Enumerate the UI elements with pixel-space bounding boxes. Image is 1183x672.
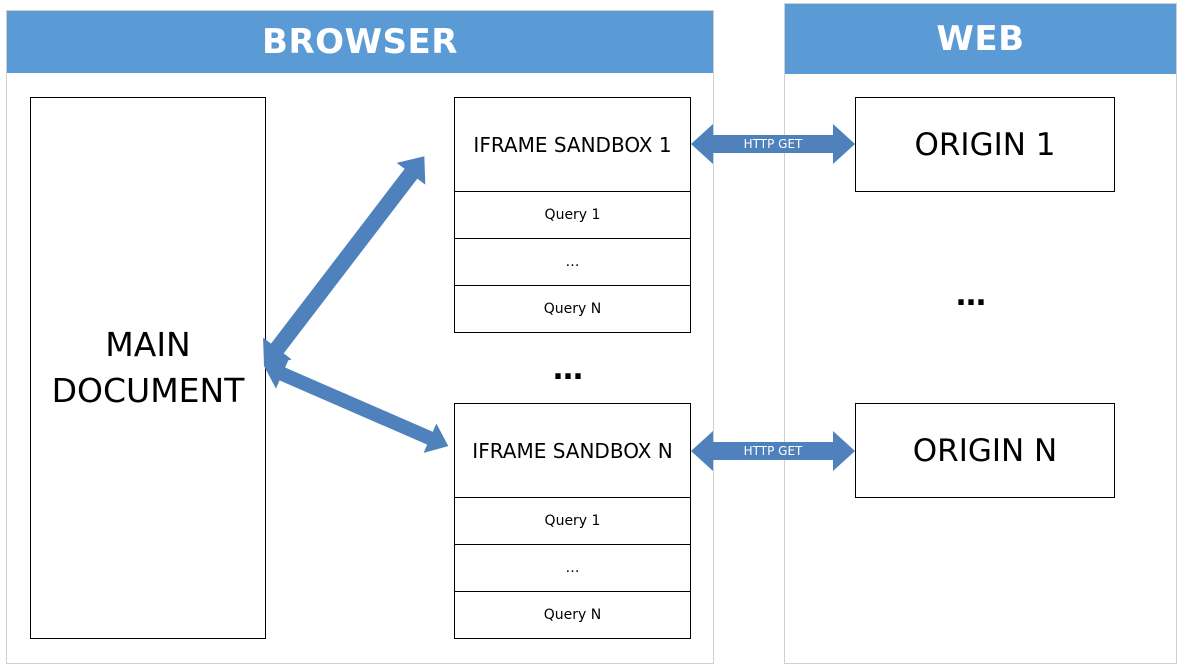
http-get-arrow-n: HTTP GET bbox=[691, 431, 855, 471]
iframe-sandbox-n: IFRAME SANDBOX N bbox=[454, 403, 691, 498]
sandbox-1-query-1-label: Query 1 bbox=[544, 207, 601, 223]
dom-postmessage-arrow-1-shape bbox=[263, 156, 426, 366]
main-document-line2: DOCUMENT bbox=[51, 371, 245, 410]
sandbox-n-query-n: Query N bbox=[454, 591, 691, 639]
web-header: WEB bbox=[785, 4, 1176, 74]
main-document-box: MAIN DOCUMENT bbox=[30, 97, 266, 639]
iframe-sandbox-1-title: IFRAME SANDBOX 1 bbox=[473, 132, 672, 157]
http-get-arrow-n-label: HTTP GET bbox=[744, 444, 803, 458]
main-document-line1: MAIN bbox=[105, 325, 191, 364]
sandbox-n-query-1-label: Query 1 bbox=[544, 513, 601, 529]
origin-1-label: ORIGIN 1 bbox=[914, 126, 1056, 163]
origin-n-box: ORIGIN N bbox=[855, 403, 1115, 498]
sandbox-n-query-1: Query 1 bbox=[454, 497, 691, 545]
http-get-arrow-1-shape bbox=[691, 124, 855, 164]
browser-header: BROWSER bbox=[7, 11, 713, 73]
http-get-arrow-1-label: HTTP GET bbox=[744, 137, 803, 151]
http-get-arrow-n-shape bbox=[691, 431, 855, 471]
http-get-arrow-1: HTTP GET bbox=[691, 124, 855, 164]
iframe-sandbox-1: IFRAME SANDBOX 1 bbox=[454, 97, 691, 192]
sandbox-1-query-1: Query 1 bbox=[454, 191, 691, 239]
origin-n-label: ORIGIN N bbox=[912, 432, 1058, 469]
sandbox-1-query-n: Query N bbox=[454, 285, 691, 333]
sandbox-1-query-ellipsis: … bbox=[454, 238, 691, 286]
sandbox-n-query-ellipsis: … bbox=[454, 544, 691, 592]
sandbox-1-query-n-label: Query N bbox=[543, 301, 602, 317]
iframe-sandbox-n-title: IFRAME SANDBOX N bbox=[472, 438, 673, 463]
origin-1-box: ORIGIN 1 bbox=[855, 97, 1115, 192]
sandbox-n-query-n-label: Query N bbox=[543, 607, 602, 623]
sandbox-n-query-ellipsis-label: … bbox=[565, 560, 580, 576]
dom-postmessage-arrow-n-shape bbox=[264, 359, 449, 453]
dom-postmessage-arrow-1: DOM PostMessage bbox=[263, 156, 426, 366]
sandbox-1-query-ellipsis-label: … bbox=[565, 254, 580, 270]
origin-ellipsis: … bbox=[956, 278, 988, 313]
dom-postmessage-arrow-n: DOM PostMessage bbox=[264, 359, 449, 453]
sandbox-ellipsis: … bbox=[553, 352, 585, 387]
